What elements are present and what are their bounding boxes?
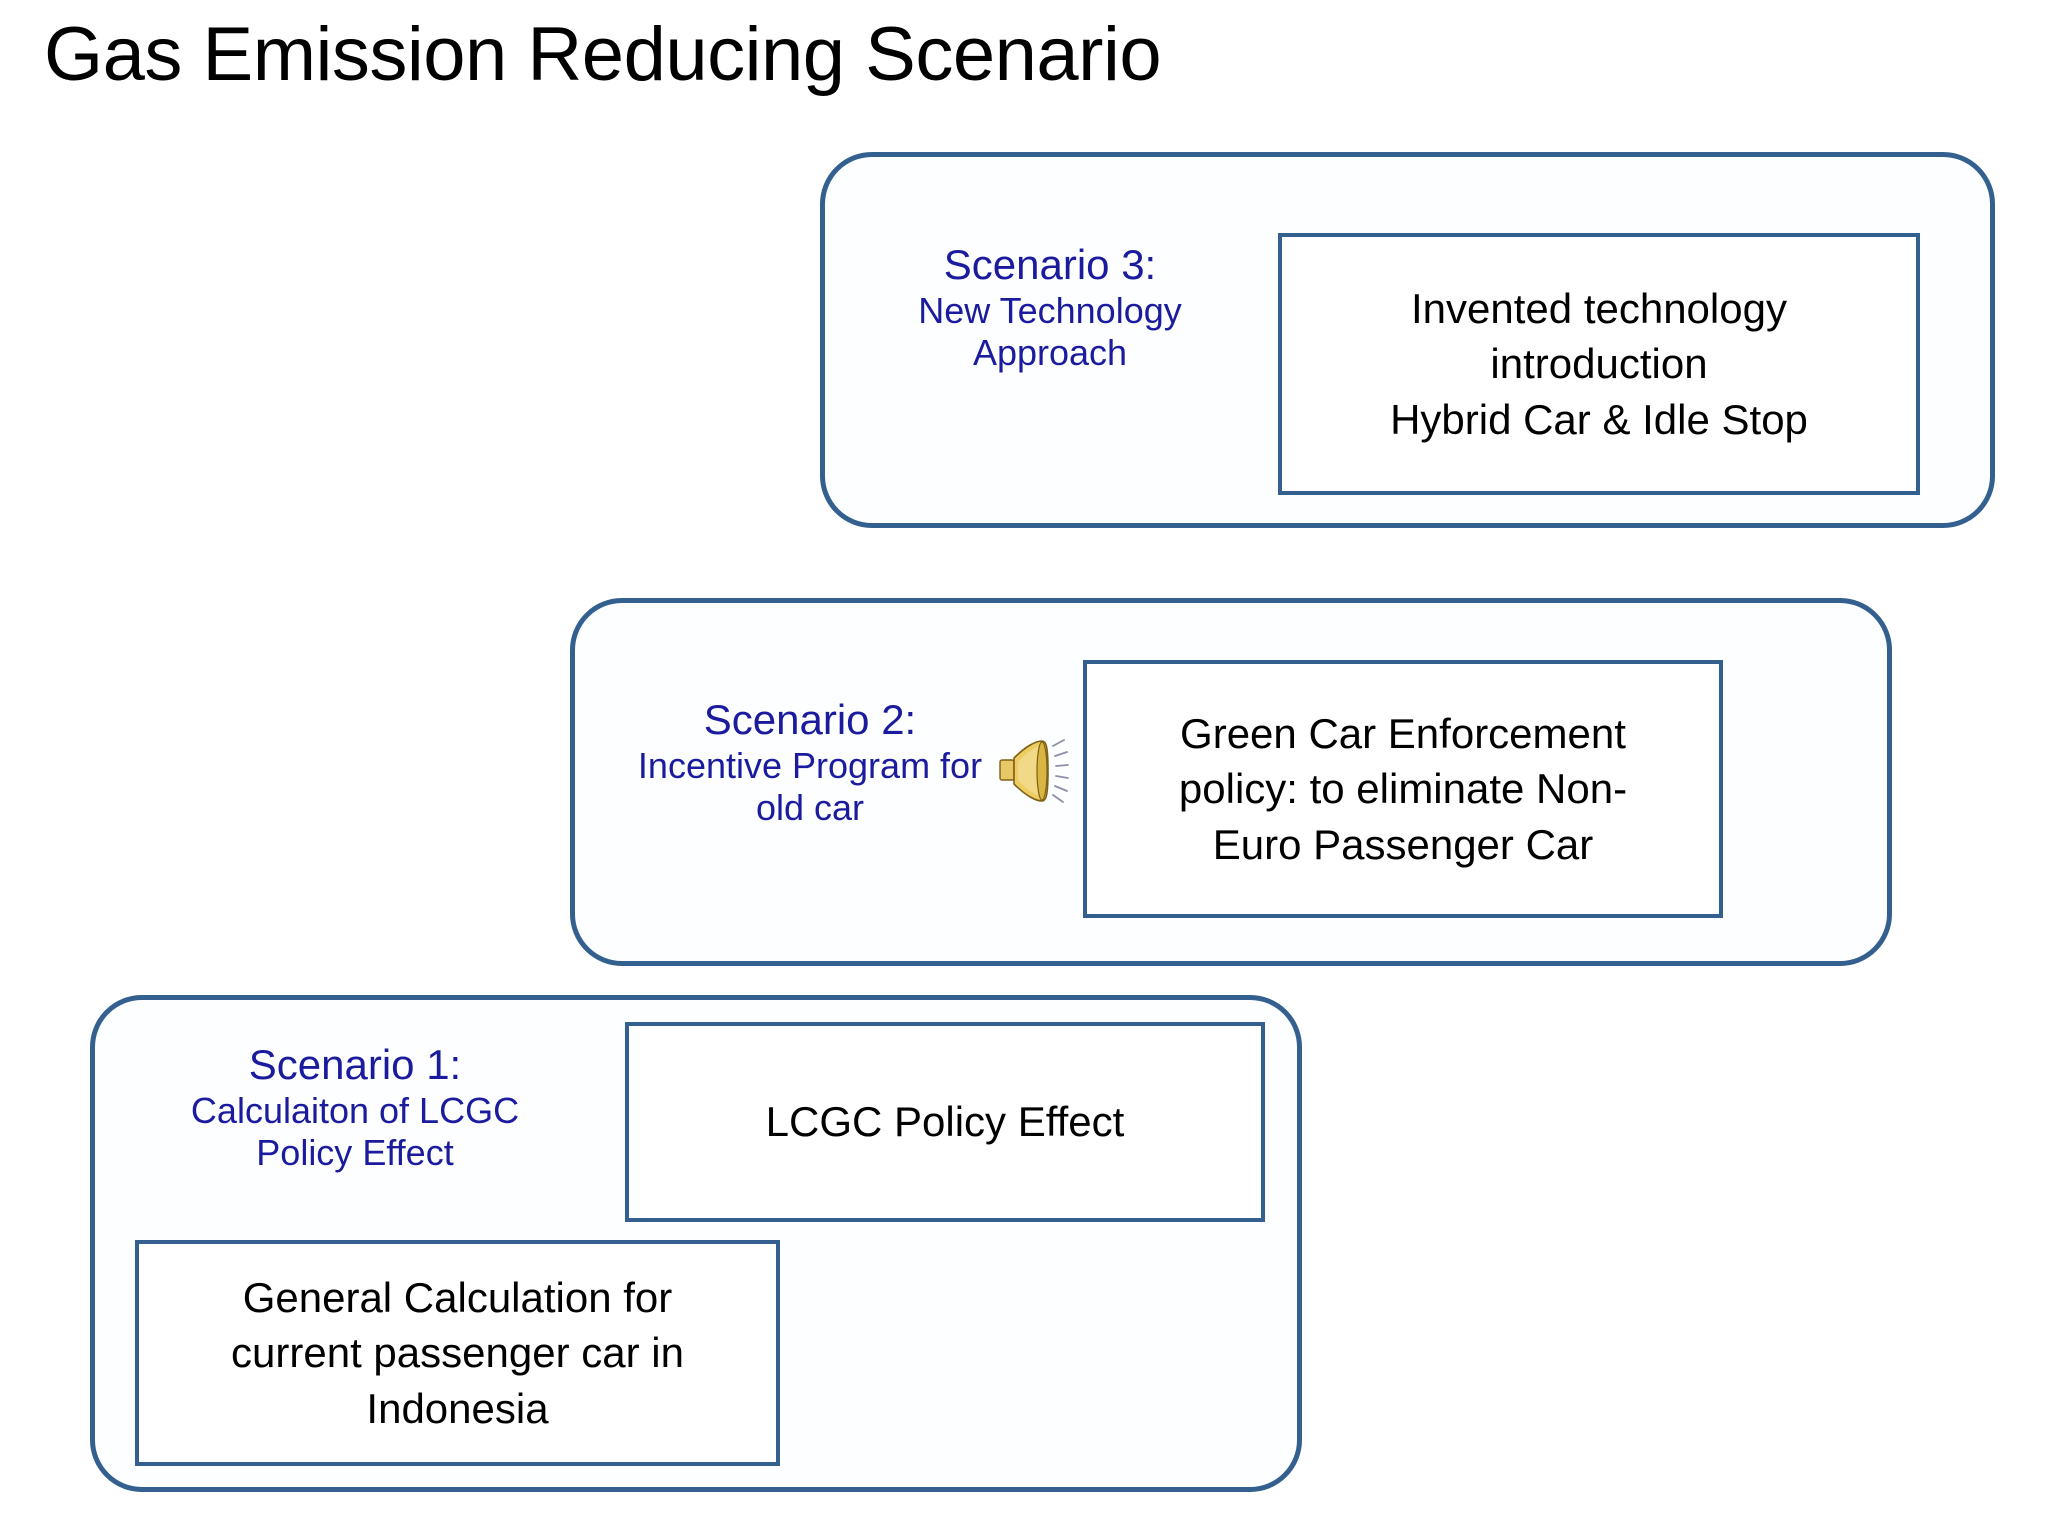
scenario-3-detail-line-1: Invented technology [1411, 284, 1787, 332]
scenario-2-detail-line-3: Euro Passenger Car [1212, 820, 1594, 868]
scenario-2-caption-head: Scenario 2: [703, 696, 917, 743]
scenario-1-detail-secondary-line-1: General Calculation for [242, 1273, 673, 1321]
scenario-3-caption-sub-line-2: Approach [972, 332, 1128, 374]
scenario-1-caption-sub-line-2: Policy Effect [256, 1132, 454, 1174]
scenario-2-caption: Scenario 2: Incentive Program for old ca… [610, 695, 1010, 829]
scenario-2-caption-sub-line-1: Incentive Program for [637, 744, 983, 786]
scenario-2-detail-line-1: Green Car Enforcement [1180, 709, 1626, 757]
scenario-2-detail-line-2: policy: to eliminate Non- [1178, 765, 1628, 813]
scenario-3-caption-sub-line-1: New Technology [918, 289, 1182, 331]
scenario-2-detail-box: Green Car Enforcement policy: to elimina… [1083, 660, 1723, 918]
scenario-2-caption-sub-line-2: old car [755, 787, 865, 829]
scenario-1-caption-sub-line-1: Calculaiton of LCGC [190, 1089, 520, 1131]
scenario-1-detail-secondary-line-3: Indonesia [366, 1384, 549, 1432]
scenario-1-detail-box-secondary: General Calculation for current passenge… [135, 1240, 780, 1466]
scenario-3-detail-box: Invented technology introduction Hybrid … [1278, 233, 1920, 495]
scenario-3-caption: Scenario 3: New Technology Approach [860, 240, 1240, 374]
scenario-1-caption: Scenario 1: Calculaiton of LCGC Policy E… [160, 1040, 550, 1174]
scenario-3-detail-line-3: Hybrid Car & Idle Stop [1390, 395, 1808, 443]
speaker-sound-icon[interactable] [996, 738, 1070, 804]
scenario-1-detail-box-primary: LCGC Policy Effect [625, 1022, 1265, 1222]
scenario-1-detail-primary-text: LCGC Policy Effect [765, 1098, 1125, 1146]
scenario-1-detail-secondary-line-2: current passenger car in [231, 1329, 684, 1377]
scenario-1-caption-head: Scenario 1: [248, 1041, 462, 1088]
page-title: Gas Emission Reducing Scenario [44, 12, 1162, 97]
scenario-3-caption-head: Scenario 3: [943, 241, 1157, 288]
scenario-3-detail-line-2: introduction [1490, 340, 1708, 388]
